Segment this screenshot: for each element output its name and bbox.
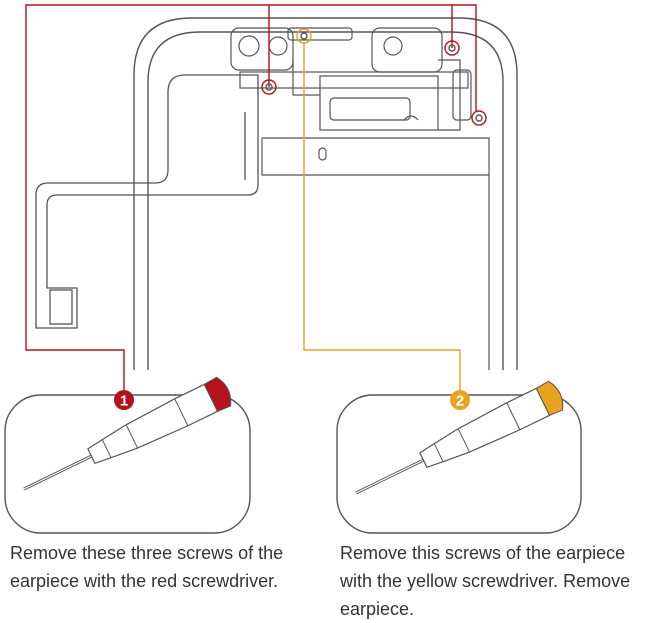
red-screw-marker — [261, 40, 487, 126]
red-screwdriver — [23, 376, 232, 491]
camera-hole-left — [238, 35, 260, 57]
sensor-hole — [383, 36, 403, 56]
step-1-number: 1 — [120, 393, 128, 410]
flex-cable — [35, 74, 259, 329]
step-1-caption: Remove these three screws of the earpiec… — [10, 543, 284, 591]
earpiece-bracket — [230, 27, 472, 131]
screw-1-ring — [261, 79, 277, 95]
display-panel — [261, 137, 490, 370]
screw-3-ring — [471, 110, 487, 126]
yellow-screwdriver — [355, 380, 564, 495]
tool-box-1 — [4, 394, 251, 534]
step-2-badge — [450, 390, 470, 410]
screw-4-ring — [296, 28, 312, 44]
step-1-badge — [114, 390, 134, 410]
callout-2 — [296, 28, 461, 392]
phone-frame — [133, 17, 518, 370]
camera-hole-right — [268, 36, 288, 56]
step-2-number: 2 — [456, 393, 464, 410]
screw-2-ring — [444, 40, 460, 56]
callout-1 — [25, 4, 477, 392]
step-2-caption: Remove this screws of the earpiece with … — [340, 543, 631, 619]
